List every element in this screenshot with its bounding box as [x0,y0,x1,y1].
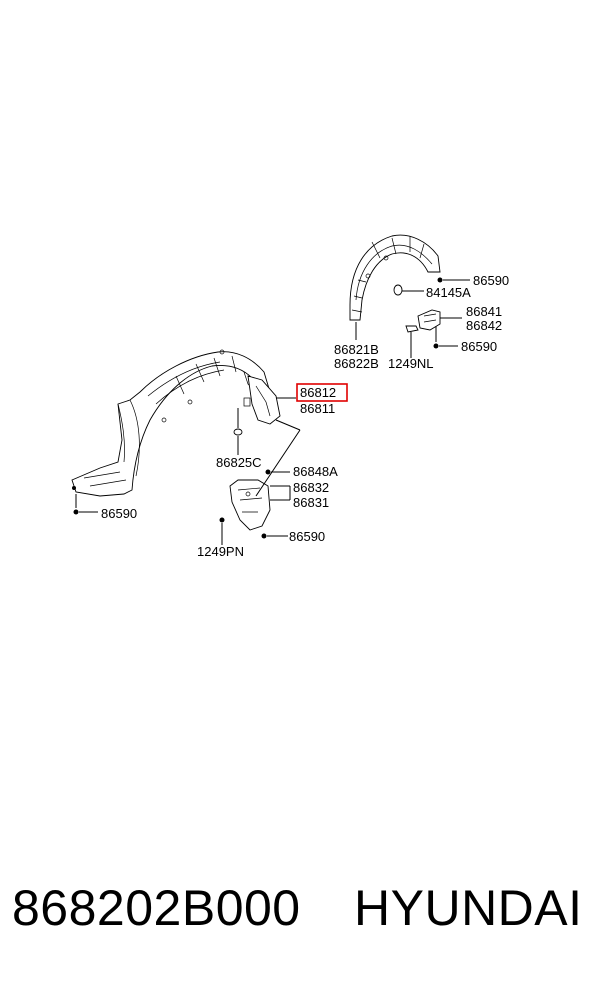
label-1249nl: 1249NL [388,356,434,371]
label-86831: 86831 [293,495,329,510]
label-86590-top: 86590 [473,273,509,288]
label-84145a: 84145A [426,285,471,300]
front-wheel-guard [71,349,271,497]
label-86841: 86841 [466,304,502,319]
label-86842: 86842 [466,318,502,333]
mud-flap [73,419,301,545]
mud-guard-bracket [233,375,296,455]
highlight-box-86812 [296,383,348,402]
footer: 868202B000 HYUNDAI [0,872,600,944]
label-1249pn: 1249PN [197,544,244,559]
label-86590-left: 86590 [101,506,137,521]
label-86848a: 86848A [293,464,338,479]
label-86822b: 86822B [334,356,379,371]
label-86821b: 86821B [334,342,379,357]
rear-wheel-guard [349,234,441,321]
label-86832: 86832 [293,480,329,495]
label-86590-right: 86590 [461,339,497,354]
label-86811: 86811 [300,401,335,416]
upper-fasteners [355,277,470,358]
label-86812: 86812 [300,385,336,400]
label-86825c: 86825C [216,455,262,470]
part-number: 868202B000 [12,880,301,936]
brand-name: HYUNDAI [354,880,583,936]
label-86590-bottom: 86590 [289,529,325,544]
